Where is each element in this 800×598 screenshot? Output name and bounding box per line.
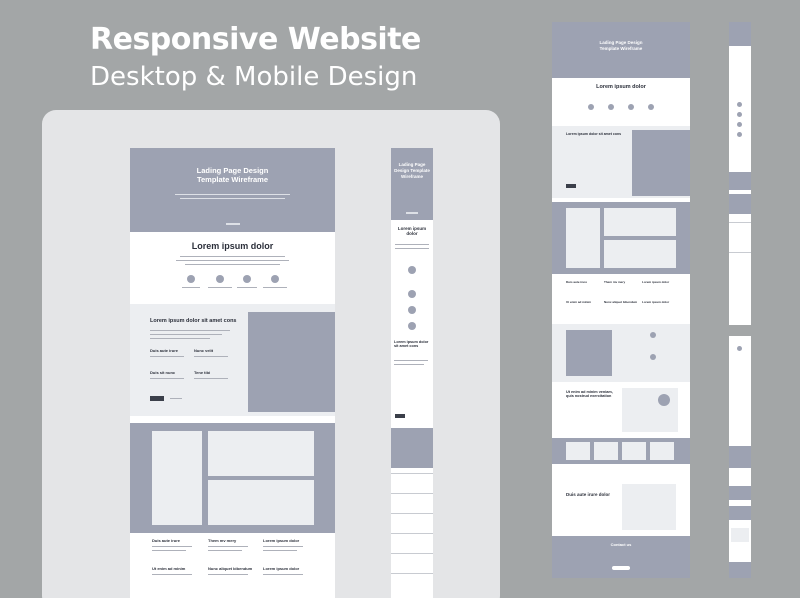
- tall-contact: Contact us: [610, 542, 632, 547]
- mobile-strip: [729, 22, 751, 325]
- primary-button[interactable]: [150, 396, 164, 401]
- mobile-hero-title: Lading Page Design Template Wireframe: [394, 162, 430, 179]
- tall-section1-title: Lorem ipsum dolor: [596, 84, 646, 90]
- bottom-heading: Nunc aliquet bibendum: [208, 566, 253, 571]
- tall-col: Nunc aliquet bibendum: [604, 300, 638, 304]
- feature-icon: [271, 275, 279, 283]
- section2-image: [248, 312, 335, 412]
- mobile-wireframe: Lading Page Design Template Wireframe Lo…: [391, 148, 433, 598]
- tall-button[interactable]: [566, 184, 576, 188]
- bottom-heading: Ut enim ad minim: [152, 566, 186, 571]
- feature-title: Tene tibi: [194, 370, 211, 375]
- bottom-heading: Them mv mery: [208, 538, 237, 543]
- tall-quote: Ut enim ad minim veniam, quis nostrud ex…: [566, 390, 613, 398]
- hero-section: Lading Page Design Template Wireframe: [130, 148, 335, 232]
- feature-icon: [216, 275, 224, 283]
- tall-col: Ut enim ad minim: [566, 300, 592, 304]
- mobile-strip: [729, 336, 751, 578]
- tall-col: Duis aute irure: [566, 280, 588, 284]
- feature-title: Nunc velit: [194, 348, 214, 353]
- page-subtitle: Desktop & Mobile Design: [90, 62, 418, 92]
- page-title: Responsive Website: [90, 22, 421, 57]
- mobile-section2-title: Lorem ipsum dolor sit amet cons: [394, 340, 429, 348]
- section2: Lorem ipsum dolor sit amet cons Duis aut…: [130, 304, 335, 416]
- tall-col: Lorem ipsum dolor: [642, 280, 670, 284]
- hero-title: Lading Page Design Template Wireframe: [196, 166, 269, 184]
- secondary-link[interactable]: [170, 398, 182, 399]
- feature-title: Duis aute irure: [150, 348, 179, 353]
- tall-section2-title: Lorem ipsum dolor sit amet cons: [566, 132, 622, 136]
- section1-title: Lorem ipsum dolor: [191, 241, 274, 251]
- desktop-wireframe: Lading Page Design Template Wireframe Lo…: [130, 148, 335, 598]
- tall-cta: Duis aute irure dolor: [566, 492, 611, 497]
- section2-title: Lorem ipsum dolor sit amet cons: [150, 318, 237, 324]
- mobile-hero: Lading Page Design Template Wireframe: [391, 148, 433, 220]
- bottom-heading: Lorem ipsum dolor: [263, 566, 300, 571]
- tall-wireframe: Lading Page Design Template Wireframe Lo…: [552, 22, 690, 578]
- tall-col: Lorem ipsum dolor: [642, 300, 670, 304]
- feature-icon: [187, 275, 195, 283]
- bottom-heading: Duis aute irure: [152, 538, 181, 543]
- feature-icon: [243, 275, 251, 283]
- slider-dots[interactable]: [226, 223, 240, 225]
- gallery-section: [130, 423, 335, 533]
- tall-hero-title: Lading Page Design Template Wireframe: [599, 40, 643, 51]
- tall-col: Them mv mery: [604, 280, 626, 284]
- mobile-section1-title: Lorem ipsum dolor: [397, 226, 427, 236]
- bottom-heading: Lorem ipsum dolor: [263, 538, 300, 543]
- mobile-button[interactable]: [395, 414, 405, 418]
- feature-title: Duis sit nunc: [150, 370, 176, 375]
